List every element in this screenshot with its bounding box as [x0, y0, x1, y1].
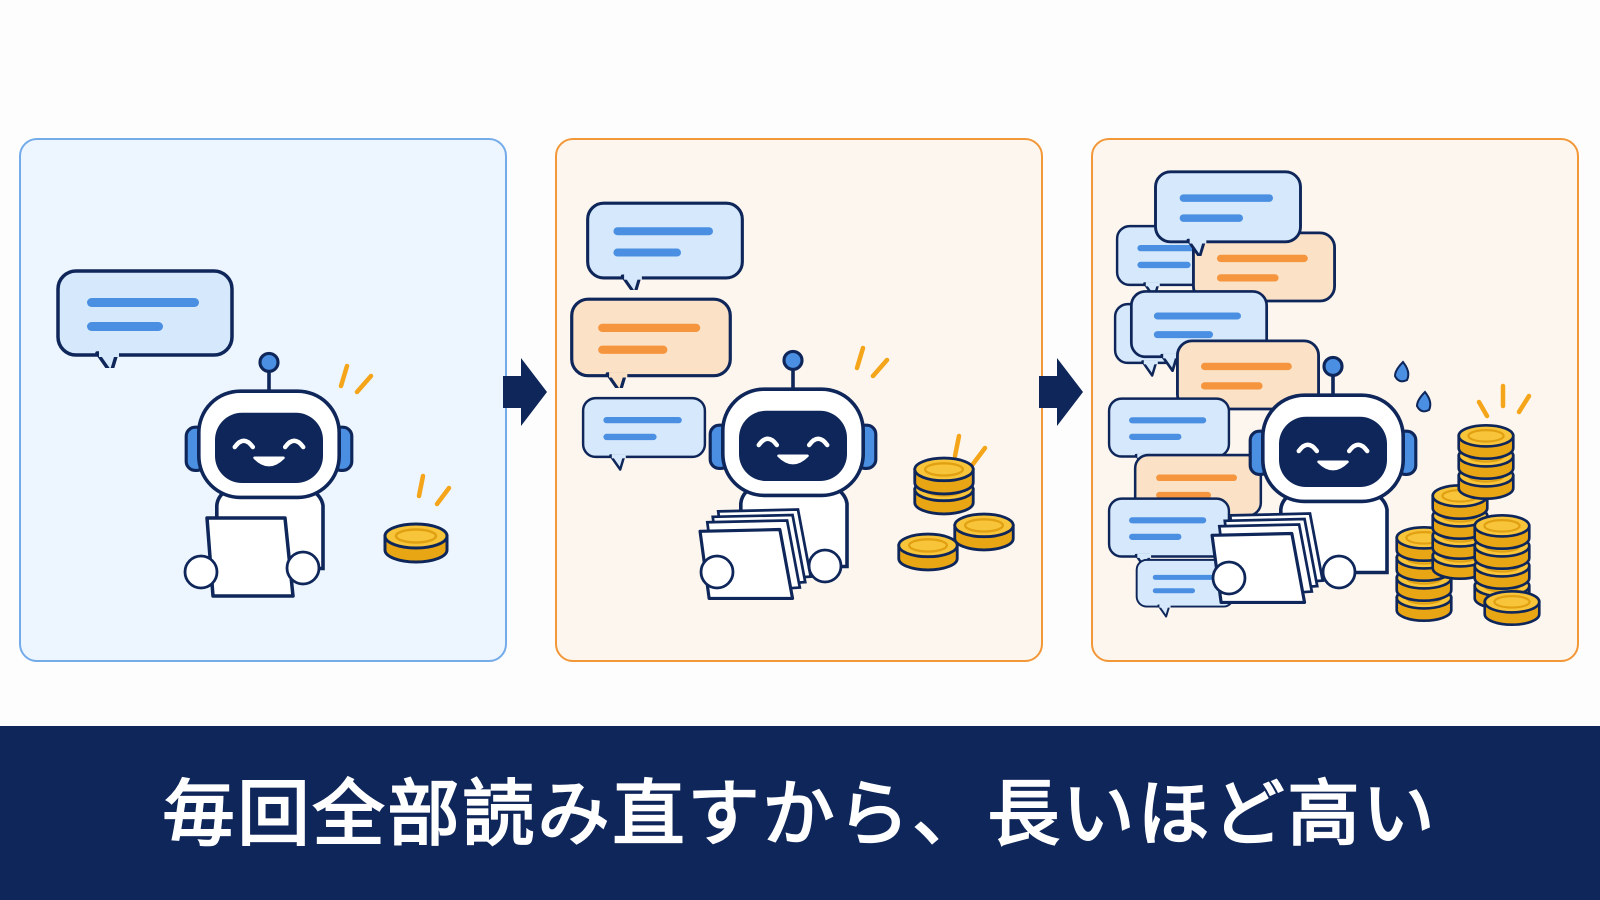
sparkle-icon: [338, 363, 374, 395]
sparkle-icon: [416, 473, 452, 507]
coins-stack-icon: [1395, 423, 1541, 627]
speech-bubble-icon: [586, 201, 744, 290]
caption-text: 毎回全部読み直すから、長いほど高い: [162, 771, 1438, 856]
speech-bubble-icon: [1107, 497, 1231, 571]
caption-bar: 毎回全部読み直すから、長いほど高い: [0, 726, 1600, 900]
arrow-right-icon: [503, 356, 547, 432]
coin-icon: [383, 522, 449, 564]
sparkle-icon: [854, 345, 890, 379]
speech-bubble-icon: [581, 396, 707, 472]
coins-icon: [897, 456, 1015, 572]
sweat-drop-icon: [1393, 360, 1432, 413]
sparkle-icon: [952, 433, 988, 467]
speech-bubble-icon: [56, 269, 234, 368]
panel-long-conversation: [1091, 138, 1579, 662]
speech-bubble-icon: [570, 297, 732, 388]
sparkle-icon: [1476, 383, 1532, 419]
arrow-right-icon: [1039, 356, 1083, 432]
panel-short-conversation: [19, 138, 507, 662]
panel-medium-conversation: [555, 138, 1043, 662]
